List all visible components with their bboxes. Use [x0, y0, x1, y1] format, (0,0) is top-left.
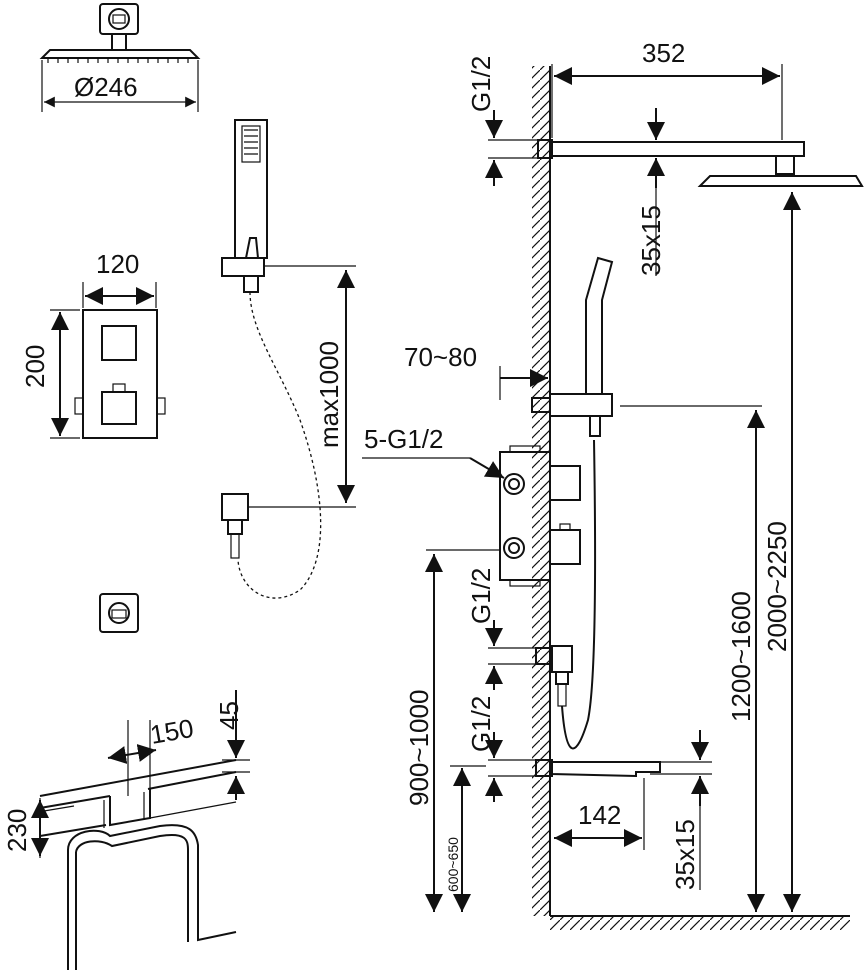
- head-nozzles: [47, 58, 189, 63]
- holder-height-label: 1200~1600: [726, 591, 756, 722]
- mixer-box-front: 120 200: [20, 249, 166, 439]
- shower-head-top-view: Ø246: [39, 3, 201, 112]
- wall-gap-label: 70~80: [404, 342, 477, 372]
- recess-width-label: 150: [148, 713, 196, 750]
- arm-length-label: 352: [642, 38, 685, 68]
- wall-recess: 230 150 45: [2, 690, 250, 970]
- recess-depth-label: 45: [214, 701, 244, 730]
- recess-height-label: 230: [2, 809, 32, 852]
- arm-offset-label: 35x15: [636, 205, 666, 276]
- valve-height-label: 900~1000: [404, 690, 434, 806]
- head-height-label: 2000~2250: [762, 521, 792, 652]
- thread-mid-label: G1/2: [466, 568, 496, 624]
- hand-shower: max1000: [221, 119, 356, 599]
- head-diameter-label: Ø246: [74, 72, 138, 102]
- wall-installation-view: 352 G1/2 35x15 70~80 5-G1/2: [362, 38, 864, 930]
- box-height-label: 200: [20, 345, 50, 388]
- thread-bottom-label: G1/2: [466, 696, 496, 752]
- hose-length-label: max1000: [314, 341, 344, 448]
- spout-height-label: 600~650: [445, 837, 461, 892]
- hose-dashed: [237, 291, 322, 599]
- spout-length-label: 142: [578, 800, 621, 830]
- control-plate-icon: [99, 593, 139, 633]
- valve-threads-label: 5-G1/2: [364, 424, 444, 454]
- box-width-label: 120: [96, 249, 139, 279]
- spout-offset-label: 35x15: [670, 819, 700, 890]
- thread-top-label: G1/2: [466, 56, 496, 112]
